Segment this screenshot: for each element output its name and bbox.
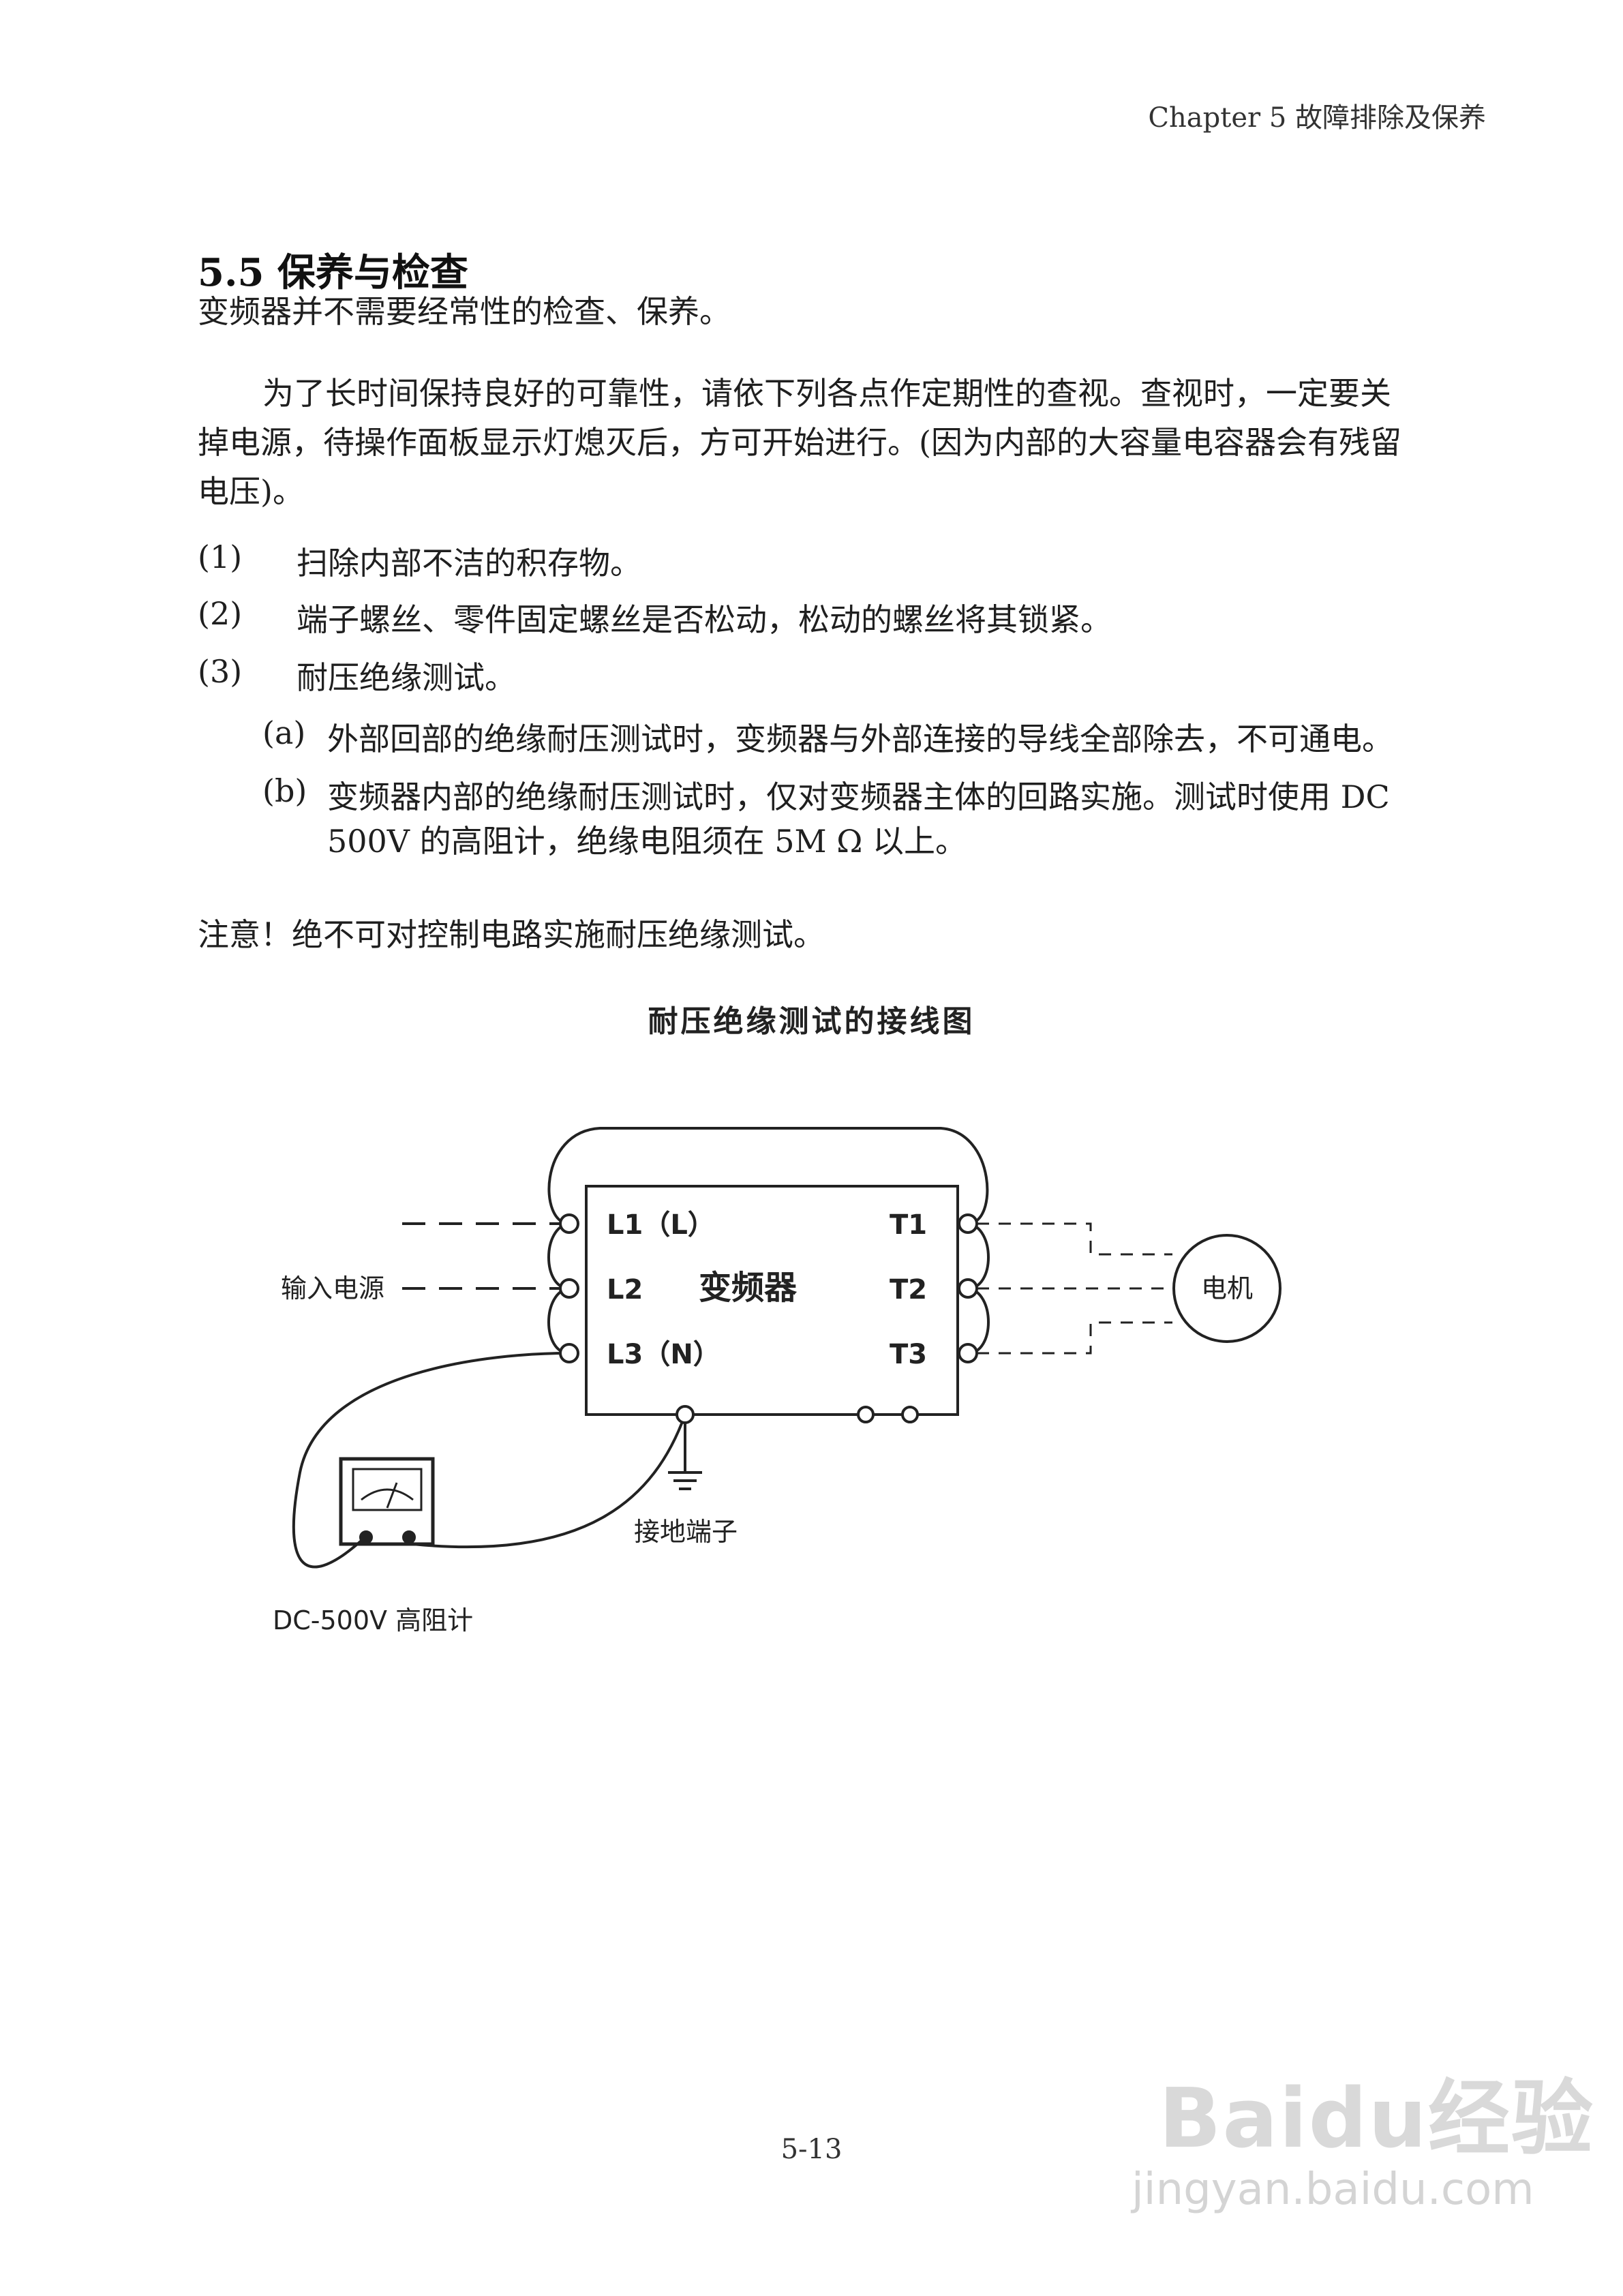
meter-wire-line (292, 1352, 570, 1569)
megger-terminal-2 (402, 1530, 416, 1544)
list-item-number: (1) (198, 539, 243, 575)
paragraph-line-2: 掉电源，待操作面板显示灯熄灭后，方可开始进行。(因为内部的大容量电容器会有残留 (198, 424, 1401, 461)
terminal-l2 (559, 1278, 579, 1299)
page-header: Chapter 5 故障排除及保养 (1148, 102, 1486, 134)
output-wire-t3 (977, 1321, 1172, 1355)
megger-terminal-1 (359, 1530, 373, 1544)
top-loop-wire (547, 1127, 989, 1225)
motor-circle (1172, 1234, 1281, 1343)
paragraph-line-1: 为了长时间保持良好的可靠性，请依下列各点作定期性的查视。查视时，一定要关 (262, 375, 1391, 412)
megger-dial (352, 1468, 423, 1511)
aux-terminal-1 (857, 1406, 875, 1423)
terminal-t2 (958, 1278, 978, 1299)
output-wire-t1 (977, 1222, 1172, 1256)
megger-needle (386, 1482, 398, 1509)
terminal-t3 (958, 1343, 978, 1363)
inverter-box (585, 1185, 959, 1416)
list-item-number: (3) (198, 653, 243, 690)
list-item-text: 端子螺丝、零件固定螺丝是否松动，松动的螺丝将其锁紧。 (297, 601, 1112, 638)
sublist-item-text: 变频器内部的绝缘耐压测试时，仅对变频器主体的回路实施。测试时使用 DC (327, 779, 1390, 815)
input-power-label: 输入电源 (281, 1273, 384, 1303)
label-t3: T3 (890, 1339, 927, 1370)
inverter-label: 变频器 (699, 1269, 798, 1307)
warning-note: 注意！绝不可对控制电路实施耐压绝缘测试。 (198, 916, 825, 953)
figure-title: 耐压绝缘测试的接线图 (648, 1004, 975, 1039)
page-number: 5-13 (780, 2134, 843, 2165)
sublist-item-text-continued: 500V 的高阻计，绝缘电阻须在 5M Ω 以上。 (327, 823, 967, 860)
sublist-item-text: 外部回部的绝缘耐压测试时，变频器与外部连接的导线全部除去，不可通电。 (327, 721, 1393, 757)
list-item-number: (2) (198, 595, 243, 632)
megger-scale (361, 1488, 414, 1501)
meter-wire-ground (412, 1414, 686, 1549)
watermark-url: jingyan.baidu.com (1132, 2164, 1534, 2215)
aux-terminal-2 (901, 1406, 919, 1423)
terminal-l1 (559, 1213, 579, 1234)
terminal-t1 (958, 1213, 978, 1234)
sublist-item-number: (a) (262, 714, 306, 751)
megger-meter (339, 1457, 435, 1546)
paragraph-intro: 变频器并不需要经常性的检查、保养。 (198, 293, 731, 330)
label-t1: T1 (890, 1209, 927, 1241)
motor-label: 电机 (1201, 1273, 1253, 1303)
list-item-text: 耐压绝缘测试。 (297, 659, 516, 696)
paragraph-line-3: 电压)。 (198, 473, 304, 510)
terminal-ground (676, 1405, 695, 1424)
label-l3: L3（N） (607, 1339, 721, 1370)
list-item-text: 扫除内部不洁的积存物。 (297, 545, 641, 581)
section-title: 5.5 保养与检查 (198, 250, 468, 295)
ground-symbol (668, 1471, 702, 1490)
wiring-diagram: L1（L） L2 L3（N） T1 T2 T3 变频器 输入电源 电机 接地端子… (273, 1127, 1281, 1635)
sublist-item-number: (b) (262, 772, 307, 809)
label-t2: T2 (890, 1274, 927, 1305)
label-l1: L1（L） (607, 1209, 715, 1241)
label-l2: L2 (607, 1274, 643, 1305)
megger-label: DC-500V 高阻计 (273, 1605, 473, 1635)
ground-terminal-label: 接地端子 (634, 1517, 738, 1547)
watermark-logo: Baidu经验 (1159, 2072, 1594, 2166)
terminal-l3 (559, 1343, 579, 1363)
